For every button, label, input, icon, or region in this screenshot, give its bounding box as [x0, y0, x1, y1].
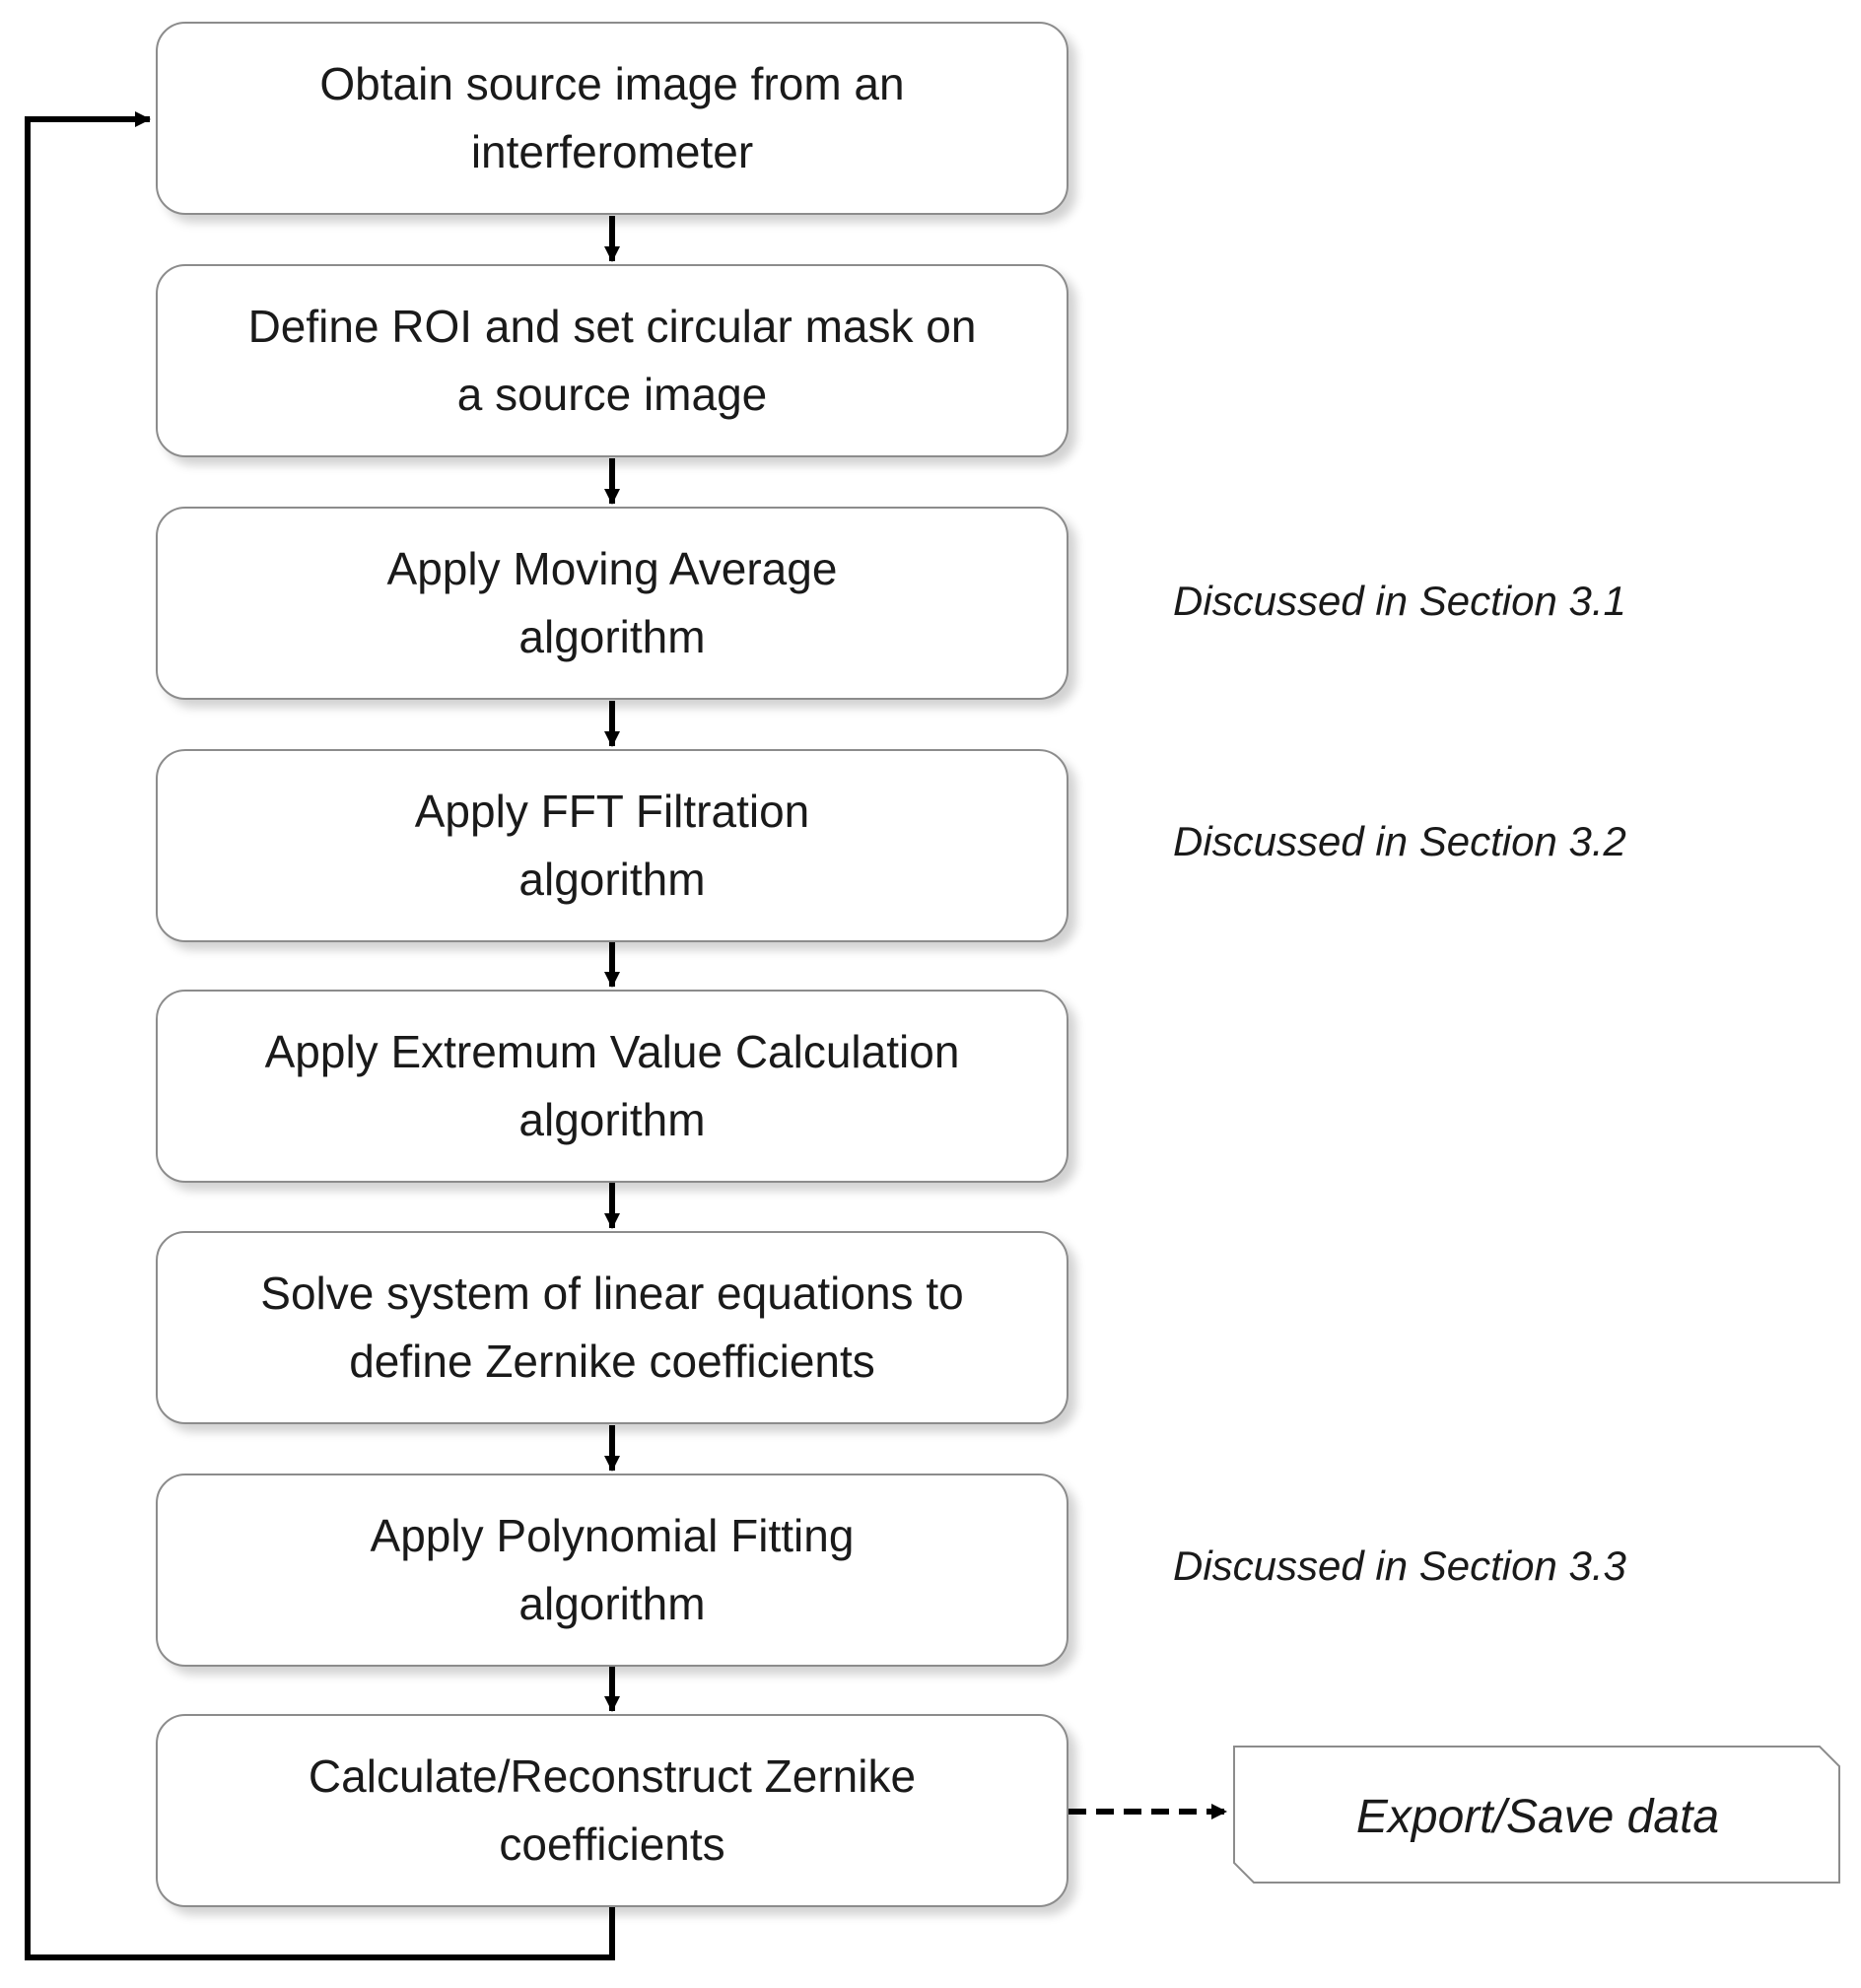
loop-back-arrow	[25, 111, 615, 1960]
note-section-3-1: Discussed in Section 3.1	[1173, 578, 1626, 624]
step-line-1: Apply Polynomial Fitting	[370, 1510, 855, 1561]
step-fft-filtration: Apply FFT Filtration algorithm	[156, 749, 1068, 942]
step-line-1: Calculate/Reconstruct Zernike	[308, 1750, 917, 1802]
step-line-2: algorithm	[518, 854, 706, 905]
step-line-2: algorithm	[518, 1578, 706, 1629]
step-obtain-source-image: Obtain source image from an interferomet…	[156, 22, 1068, 215]
note-section-3-3: Discussed in Section 3.3	[1173, 1542, 1626, 1589]
step-reconstruct-zernike-text: Calculate/Reconstruct Zernike coefficien…	[289, 1743, 935, 1879]
step-line-1: Solve system of linear equations to	[260, 1268, 964, 1319]
step-fft-filtration-text: Apply FFT Filtration algorithm	[395, 778, 829, 914]
step-line-2: interferometer	[470, 126, 754, 177]
step-line-2: coefficients	[499, 1818, 725, 1870]
step-polynomial-fitting-text: Apply Polynomial Fitting algorithm	[351, 1502, 874, 1638]
step-polynomial-fitting: Apply Polynomial Fitting algorithm	[156, 1474, 1068, 1667]
step-line-2: a source image	[456, 369, 768, 420]
step-define-roi: Define ROI and set circular mask on a so…	[156, 264, 1068, 457]
step-moving-average-text: Apply Moving Average algorithm	[368, 535, 858, 671]
step-line-1: Define ROI and set circular mask on	[247, 301, 977, 352]
note-section-3-2: Discussed in Section 3.2	[1173, 818, 1626, 864]
step-linear-equations-text: Solve system of linear equations to defi…	[241, 1260, 983, 1396]
step-extremum-value-text: Apply Extremum Value Calculation algorit…	[245, 1018, 980, 1154]
step-extremum-value: Apply Extremum Value Calculation algorit…	[156, 990, 1068, 1183]
step-reconstruct-zernike: Calculate/Reconstruct Zernike coefficien…	[156, 1714, 1068, 1907]
step-define-roi-text: Define ROI and set circular mask on a so…	[229, 293, 997, 429]
step-line-1: Apply FFT Filtration	[414, 786, 810, 837]
step-line-2: algorithm	[518, 1094, 706, 1145]
step-line-1: Apply Moving Average	[386, 543, 838, 594]
export-save-data-label: Export/Save data	[1355, 1790, 1720, 1843]
export-save-data-box: Export/Save data	[1232, 1748, 1843, 1885]
step-obtain-source-image-text: Obtain source image from an interferomet…	[300, 50, 924, 186]
step-line-1: Obtain source image from an	[319, 58, 905, 109]
step-line-2: define Zernike coefficients	[349, 1336, 875, 1387]
export-shape	[1233, 1746, 1840, 1884]
step-moving-average: Apply Moving Average algorithm	[156, 507, 1068, 700]
step-line-1: Apply Extremum Value Calculation	[264, 1026, 960, 1077]
step-linear-equations: Solve system of linear equations to defi…	[156, 1231, 1068, 1424]
step-line-2: algorithm	[518, 611, 706, 662]
